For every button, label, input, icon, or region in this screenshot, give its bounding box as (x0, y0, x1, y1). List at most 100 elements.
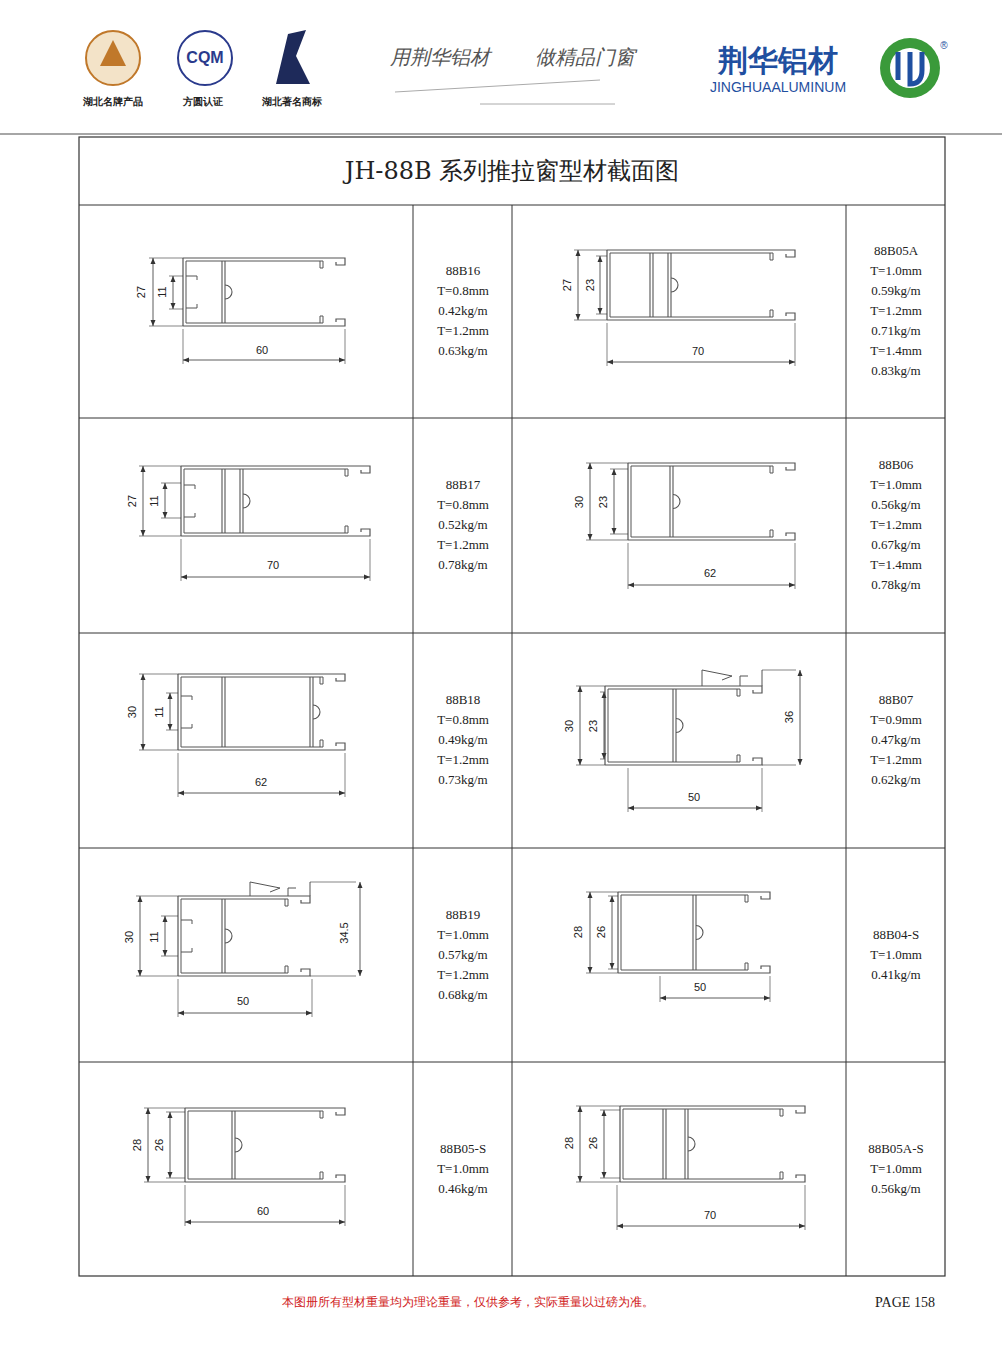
drawing-line (183, 329, 184, 364)
dimension-arrow (163, 512, 168, 518)
dimension-arrow (141, 744, 146, 750)
text-label: ® (940, 40, 947, 51)
drawing-line (846, 205, 847, 1276)
drawing-line (221, 469, 222, 533)
text-label: 0.62kg/m (871, 773, 920, 787)
drawing-line (590, 463, 591, 540)
drawing-line (606, 250, 607, 320)
drawing-line (578, 250, 579, 320)
drawing-line (184, 1108, 185, 1182)
drawing-line (628, 768, 629, 812)
screw-port (235, 1138, 242, 1152)
drawing-line (619, 1106, 620, 1182)
screw-port (671, 278, 678, 292)
dimension-arrow (578, 1176, 583, 1182)
drawing-line (631, 466, 632, 537)
table-border (79, 137, 945, 1276)
company-logo (880, 38, 940, 98)
text-label: T=1.2mm (437, 538, 489, 552)
text-label: 88B07 (879, 693, 914, 707)
drawing-line (600, 692, 605, 693)
drawing-line (621, 963, 748, 970)
drawing-line (762, 670, 796, 671)
drawing-line (628, 543, 629, 589)
text-label: T=1.2mm (870, 753, 922, 767)
dimension-arrow (602, 1172, 607, 1178)
drawing-line (139, 674, 178, 675)
text-label: T=0.8mm (437, 713, 489, 727)
text-label: 0.67kg/m (871, 538, 920, 552)
drawing-line (310, 882, 356, 883)
dimension-arrow (602, 692, 607, 698)
drawing-line (181, 677, 182, 747)
drawing-line (161, 483, 181, 484)
drawing-line (413, 205, 414, 1276)
drawing-line (185, 1222, 345, 1223)
drawing-line (186, 304, 197, 308)
drawing-line (600, 256, 601, 314)
drawing-line (188, 1111, 323, 1118)
text-label: T=0.8mm (437, 498, 489, 512)
drawing-line (586, 892, 618, 893)
dimension-label: 34.5 (338, 922, 350, 943)
dimension-label: 11 (153, 706, 165, 717)
drawing-line (795, 543, 796, 589)
drawing-line (675, 689, 676, 762)
drawing-line (181, 539, 182, 581)
drawing-line (309, 677, 310, 747)
drawing-line (188, 1111, 189, 1179)
drawing-line (576, 1106, 620, 1107)
dimension-label: 23 (597, 496, 609, 508)
drawing-line (178, 1013, 312, 1014)
text-label: 88B06 (879, 458, 914, 472)
dimension-arrow (610, 896, 615, 902)
drawing-line (184, 485, 195, 489)
dimension-label: 28 (572, 926, 584, 938)
dimension-arrow (602, 1110, 607, 1116)
dimension-arrow (610, 963, 615, 969)
text-label: 0.63kg/m (438, 344, 487, 358)
dimension-label: 30 (126, 706, 138, 718)
drawing-line (586, 540, 628, 541)
drawing-line (234, 1111, 235, 1179)
text-label: 0.47kg/m (871, 733, 920, 747)
text-label: T=1.2mm (870, 518, 922, 532)
drawing-line (181, 948, 192, 952)
screw-port (225, 929, 232, 943)
text-label: T=1.4mm (870, 558, 922, 572)
drawing-line (166, 693, 178, 694)
drawing-line (186, 261, 187, 323)
dimension-arrow (798, 759, 803, 765)
drawing-line (617, 1185, 618, 1230)
drawing-line (621, 895, 748, 902)
drawing-line (795, 323, 796, 366)
dimension-arrow (185, 1220, 191, 1225)
dimension-label: 27 (126, 495, 138, 507)
drawing-line (181, 899, 288, 906)
dimension-arrow (141, 530, 146, 536)
text-label: T=1.2mm (437, 324, 489, 338)
text-label: T=1.0mm (870, 478, 922, 492)
drawing-line (631, 466, 773, 473)
drawing-line (136, 896, 178, 897)
text-label: 方圆认证 (183, 96, 223, 107)
dimension-arrow (764, 996, 770, 1001)
text-label: 0.78kg/m (871, 578, 920, 592)
drawing-line (695, 895, 696, 970)
drawing-line (617, 892, 618, 973)
drawing-line (143, 674, 144, 750)
dimension-label: 50 (237, 995, 249, 1007)
drawing-line (169, 276, 183, 277)
text-label: 0.41kg/m (871, 968, 920, 982)
drawing-line (604, 1110, 605, 1178)
dimension-arrow (178, 791, 184, 796)
dimension-arrow (183, 358, 189, 363)
drawing-line (580, 686, 581, 765)
drawing-line (178, 753, 179, 797)
text-label: T=1.4mm (870, 344, 922, 358)
dimension-label: 11 (156, 286, 168, 297)
text-label: T=1.2mm (437, 753, 489, 767)
text-label: 88B18 (446, 693, 481, 707)
drawing-line (161, 956, 178, 957)
dimension-arrow (138, 896, 143, 902)
